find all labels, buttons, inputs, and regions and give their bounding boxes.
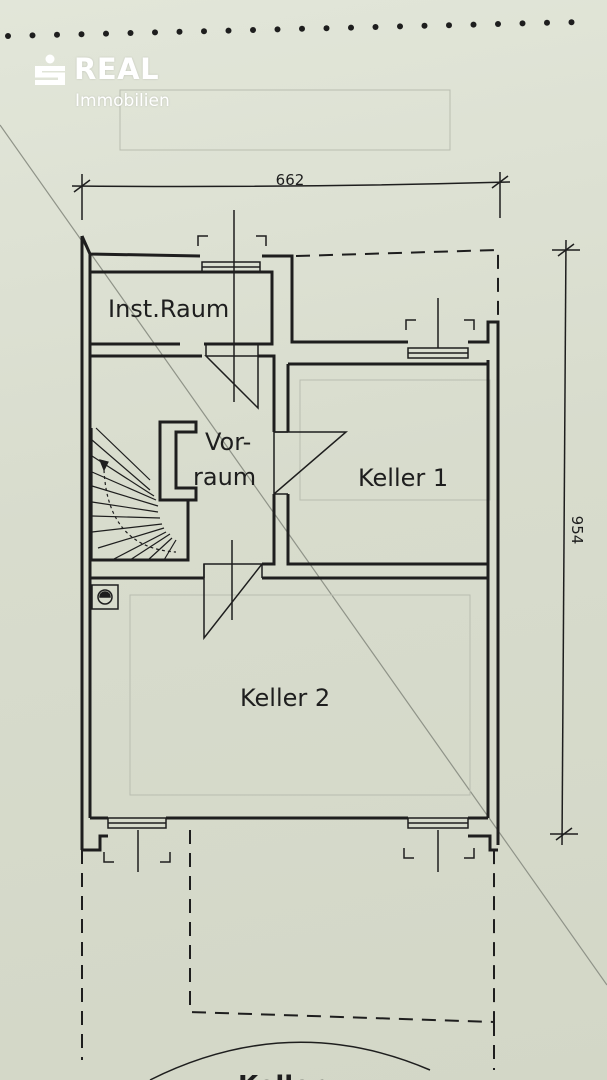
dimension-height-label: 954 [568, 516, 586, 545]
logo-subtitle-text: Immobilien [75, 91, 170, 111]
perforation-dot [495, 21, 501, 27]
room-label-keller-1: Keller 1 [358, 464, 448, 492]
perforation-dot [421, 22, 428, 29]
sparkasse-s-icon [35, 54, 65, 85]
perforation-dot [176, 28, 183, 35]
diagonal-fold-line [0, 124, 607, 986]
perforation-dot [568, 19, 575, 26]
perforation-dot [470, 21, 477, 28]
logo-brand-text: REAL [74, 52, 160, 86]
perforation-dot [372, 24, 379, 30]
perforation-dot [103, 30, 109, 37]
perforation-dot [299, 25, 305, 32]
bottom-floor-label: Keller [238, 1071, 324, 1080]
perforation-dot [201, 28, 207, 35]
perforation-dot [5, 33, 11, 39]
perforation-dot [323, 25, 330, 32]
perforation-dot [225, 27, 232, 34]
perforation-dot [446, 22, 452, 29]
staircase [91, 427, 177, 561]
perforation-dot [519, 20, 526, 27]
dimension-width-label: 662 [276, 171, 305, 189]
perforation-dot [78, 31, 85, 38]
room-label-keller-2: Keller 2 [240, 684, 330, 712]
boiler-symbol [91, 584, 119, 610]
perforation-dot [250, 27, 256, 33]
floor-plan-walls [80, 235, 500, 852]
perforation-dot [29, 32, 36, 39]
bottom-arc [149, 1041, 431, 1080]
perforation-dot [397, 23, 403, 30]
perforation-dot [348, 24, 354, 31]
room-label-vorraum-line2: raum [193, 463, 256, 491]
room-label-vorraum-line1: Vor- [205, 428, 251, 456]
perforation-dot [152, 29, 158, 36]
ghost-lines [119, 89, 491, 796]
perforation-dots [5, 19, 575, 39]
dimension-lines [71, 172, 580, 846]
perforation-dot [274, 26, 281, 33]
room-label-inst-raum: Inst.Raum [108, 295, 229, 323]
perforation-dot [127, 30, 134, 36]
dashed-outlines [81, 248, 499, 1070]
perforation-dot [544, 19, 550, 26]
windows [103, 210, 475, 872]
doors [203, 344, 349, 641]
perforation-dot [54, 31, 60, 38]
